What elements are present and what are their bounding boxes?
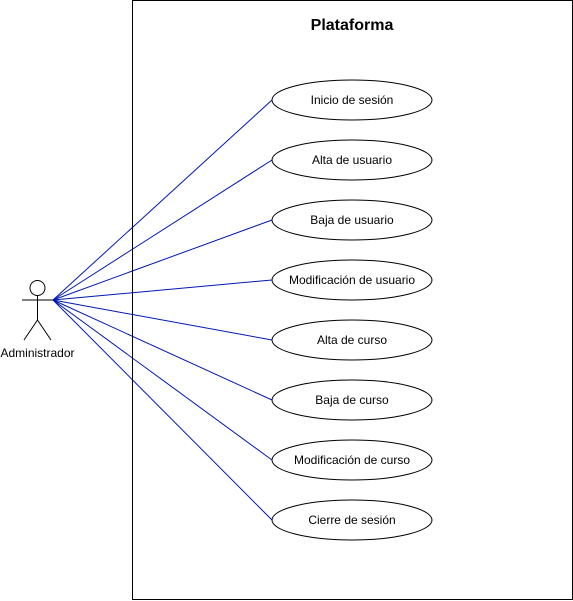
use-case-label: Modificación de usuario [289,273,415,287]
association-line [52,299,273,521]
use-case-label: Alta de usuario [312,153,392,167]
use-case-label: Baja de curso [315,393,389,407]
actor-head [29,280,46,296]
association-line [52,299,273,401]
use-case-cierre-de-sesion[interactable]: Cierre de sesión [271,499,433,541]
association-lines [52,99,273,521]
use-case-alta-de-usuario[interactable]: Alta de usuario [271,139,433,181]
use-case-label: Inicio de sesión [311,93,394,107]
use-case-inicio-de-sesion[interactable]: Inicio de sesión [271,79,433,121]
use-case-label: Alta de curso [317,333,387,347]
association-line [52,299,273,341]
actor-name: Administrador [0,346,74,360]
use-case-modificacion-de-curso[interactable]: Modificación de curso [271,439,433,481]
use-case-ellipse [271,259,433,301]
association-line [52,159,273,301]
use-case-modificacion-de-usuario[interactable]: Modificación de usuario [271,259,433,301]
use-case-ellipse [271,439,433,481]
use-case-baja-de-usuario[interactable]: Baja de usuario [271,199,433,241]
association-line [52,299,273,461]
association-line [52,99,273,301]
actor-right-leg [37,319,52,341]
use-case-ellipse [271,499,433,541]
association-line [52,279,273,301]
use-case-ellipse [271,379,433,421]
use-case-label: Cierre de sesión [308,513,395,527]
use-case-ellipse [271,319,433,361]
use-case-label: Modificación de curso [294,453,410,467]
association-line [52,219,273,301]
use-case-ellipse [271,79,433,121]
use-case-ellipse [271,139,433,181]
use-case-baja-de-curso[interactable]: Baja de curso [271,379,433,421]
system-title: Plataforma [311,17,394,34]
use-case-ellipse [271,199,433,241]
use-case-label: Baja de usuario [310,213,394,227]
use-case-alta-de-curso[interactable]: Alta de curso [271,319,433,361]
actor-left-leg [23,319,38,341]
actor-administrador[interactable] [22,280,53,341]
